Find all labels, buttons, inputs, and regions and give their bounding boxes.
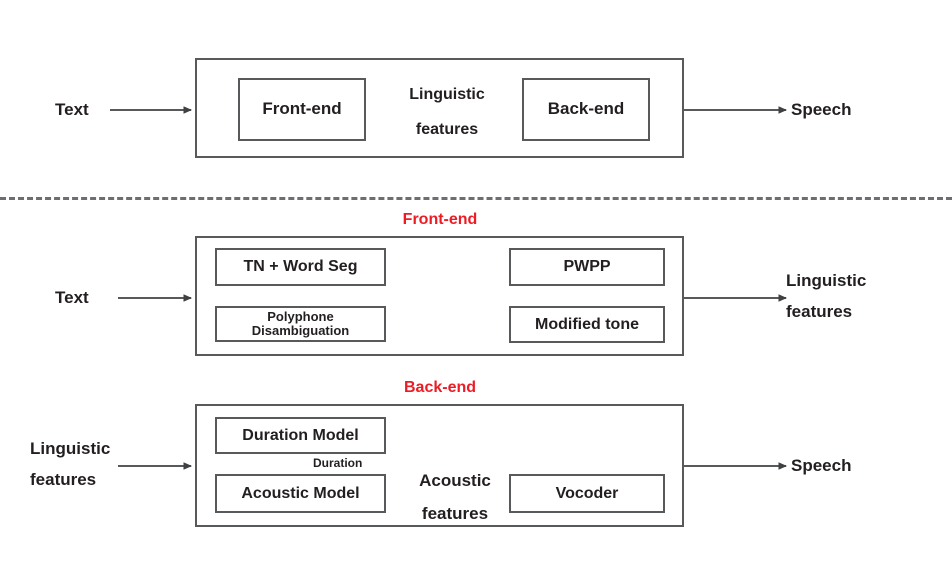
back-end-vocoder-box[interactable]: Vocoder <box>509 474 665 513</box>
back-end-output-speech-label: Speech <box>791 456 852 475</box>
front-end-modified-tone-box[interactable]: Modified tone <box>509 306 665 343</box>
pwpp-label: PWPP <box>563 258 611 276</box>
acoustic-features-line2: features <box>421 504 489 524</box>
back-end-input-linguistic-features-label: Linguistic features <box>30 438 150 491</box>
modified-tone-label: Modified tone <box>535 315 639 333</box>
overview-front-end-box[interactable]: Front-end <box>238 78 366 141</box>
duration-model-label: Duration Model <box>242 426 359 444</box>
section-divider <box>0 197 952 200</box>
acoustic-features-line1: Acoustic <box>419 471 491 490</box>
back-end-duration-model-box[interactable]: Duration Model <box>215 417 386 454</box>
back-end-input-line2: features <box>30 470 97 490</box>
tn-word-seg-label: TN + Word Seg <box>243 258 358 276</box>
back-end-section-title: Back-end <box>403 379 477 396</box>
acoustic-model-label: Acoustic Model <box>241 484 360 502</box>
overview-linguistic-line2: features <box>415 121 479 138</box>
back-end-input-line1: Linguistic <box>30 439 111 458</box>
overview-input-text-label: Text <box>55 100 89 119</box>
overview-back-end-label: Back-end <box>547 99 625 119</box>
front-end-output-linguistic-features-label: Linguistic features <box>786 270 916 323</box>
back-end-acoustic-model-box[interactable]: Acoustic Model <box>215 474 386 513</box>
overview-back-end-box[interactable]: Back-end <box>522 78 650 141</box>
back-end-acoustic-features-label: Acoustic features <box>400 470 510 525</box>
overview-front-end-label: Front-end <box>262 99 342 119</box>
overview-linguistic-features-label: Linguistic features <box>397 85 497 140</box>
front-end-output-line2: features <box>786 302 853 322</box>
polyphone-label: Polyphone Disambiguation <box>251 308 350 338</box>
vocoder-label: Vocoder <box>555 484 619 502</box>
overview-linguistic-line1: Linguistic <box>409 86 485 103</box>
front-end-polyphone-box[interactable]: Polyphone Disambiguation <box>215 306 386 342</box>
front-end-section-title: Front-end <box>402 211 478 228</box>
front-end-tn-word-seg-box[interactable]: TN + Word Seg <box>215 248 386 286</box>
front-end-pwpp-box[interactable]: PWPP <box>509 248 665 286</box>
front-end-input-text-label: Text <box>55 288 89 307</box>
back-end-duration-edge-label: Duration <box>313 456 363 470</box>
front-end-output-line1: Linguistic <box>786 271 867 290</box>
overview-output-speech-label: Speech <box>791 100 852 119</box>
